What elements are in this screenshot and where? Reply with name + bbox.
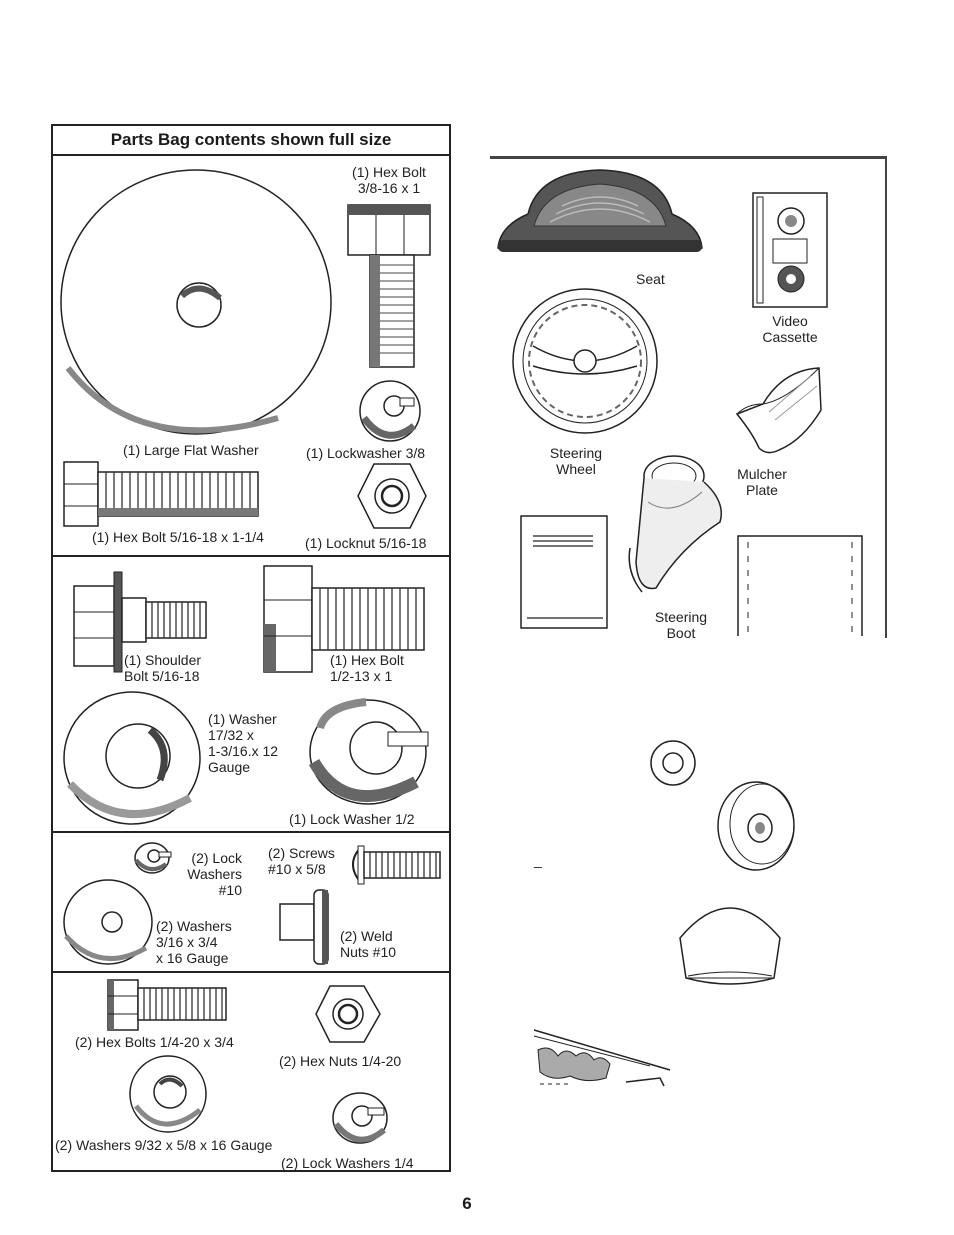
shoulder-bolt-label: (1) Shoulder Bolt 5/16-18: [124, 652, 202, 684]
manual-icon: [520, 515, 608, 629]
panel-title: Parts Bag contents shown full size: [53, 126, 449, 156]
large-flat-washer-icon: [60, 169, 332, 435]
hex-bolts-14-label: (2) Hex Bolts 1/4-20 x 3/4: [75, 1034, 234, 1050]
lockwasher-10-label: (2) Lock Washers #10: [187, 850, 242, 898]
loose-parts-panel: [490, 156, 887, 638]
large-flat-washer-label: (1) Large Flat Washer: [123, 442, 259, 458]
steering-boot-label: Steering Boot: [654, 609, 708, 641]
washers-932-label: (2) Washers 9/32 x 5/8 x 16 Gauge: [55, 1137, 273, 1153]
cap-icon: [679, 907, 781, 985]
small-washer-icon: [650, 740, 696, 786]
video-cassette-label: Video Cassette: [762, 313, 818, 345]
steering-boot-icon: [628, 455, 722, 593]
hex-bolt-12-icon: [263, 565, 425, 673]
section-divider: [53, 971, 449, 973]
page-number: 6: [462, 1194, 472, 1213]
hex-bolt-12-label: (1) Hex Bolt 1/2-13 x 1: [330, 652, 404, 684]
lockwasher-10-icon: [134, 842, 172, 874]
lockwasher-38-label: (1) Lockwasher 3/8: [306, 445, 426, 461]
lockwasher-12-label: (1) Lock Washer 1/2: [289, 811, 415, 827]
shoulder-bolt-icon: [73, 571, 207, 673]
hex-nut-14-icon: [315, 985, 381, 1043]
lockwasher-14-icon: [332, 1092, 388, 1144]
cassette-icon: [752, 192, 828, 308]
stray-mark: _: [534, 852, 542, 868]
mulcher-plate-label: Mulcher Plate: [737, 466, 787, 498]
debris-icon: [533, 1029, 671, 1087]
wheel-icon: [717, 781, 795, 871]
hex-bolt-38-icon: [347, 204, 431, 368]
steering-wheel-icon: [512, 288, 658, 434]
bag-icon: [737, 535, 863, 636]
lockwasher-12-icon: [308, 698, 429, 805]
seat-label: Seat: [636, 271, 665, 287]
locknut-516-icon: [357, 463, 427, 529]
hex-bolt-38-label: (1) Hex Bolt 3/8-16 x 1: [352, 164, 426, 196]
lock-washers-14-label: (2) Lock Washers 1/4: [281, 1155, 414, 1171]
washer-316-icon: [63, 879, 153, 965]
weld-nut-icon: [279, 889, 329, 965]
section-divider: [53, 831, 449, 833]
washer-1732-label: (1) Washer 17/32 x 1-3/16.x 12 Gauge: [208, 711, 279, 775]
hex-bolt-516-label: (1) Hex Bolt 5/16-18 x 1-1/4: [92, 529, 264, 545]
locknut-516-label: (1) Locknut 5/16-18: [305, 535, 427, 551]
section-divider: [53, 555, 449, 557]
screw-10-icon: [352, 845, 441, 885]
weld-nuts-label: (2) Weld Nuts #10: [340, 928, 397, 960]
hex-nuts-14-label: (2) Hex Nuts 1/4-20: [279, 1053, 402, 1069]
screws-10-label: (2) Screws #10 x 5/8: [268, 845, 335, 877]
washers-316-label: (2) Washers 3/16 x 3/4 x 16 Gauge: [156, 918, 232, 966]
hex-bolt-14-icon: [107, 979, 227, 1031]
mulcher-plate-icon: [735, 367, 822, 454]
washer-1732-icon: [63, 691, 201, 825]
hex-bolt-516-icon: [63, 461, 259, 527]
lockwasher-38-icon: [359, 380, 421, 442]
parts-bag-panel: [51, 124, 451, 1172]
washer-932-icon: [129, 1055, 207, 1133]
steering-wheel-label: Steering Wheel: [549, 445, 603, 477]
seat-icon: [497, 169, 703, 252]
